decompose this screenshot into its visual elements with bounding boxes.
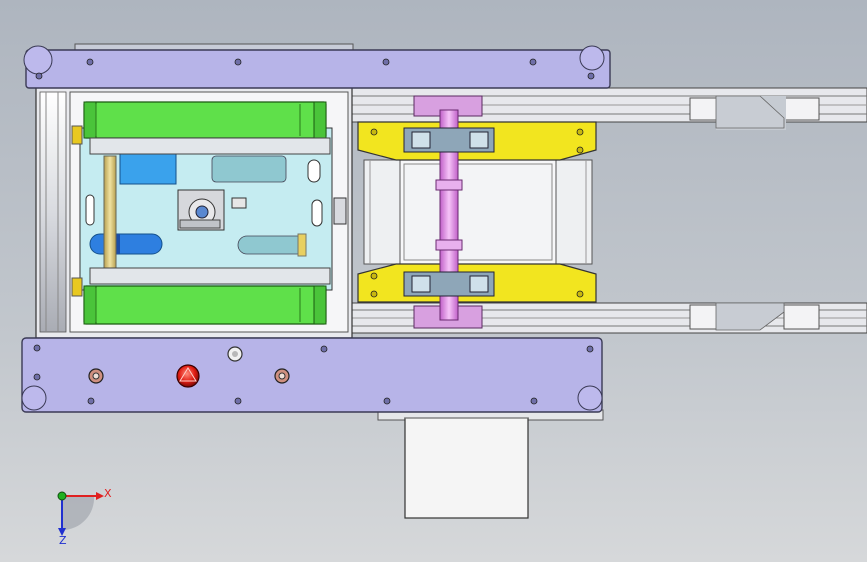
axis-triad-icon: X Z [57, 487, 112, 547]
axis-x-label: X [104, 487, 112, 500]
side-latch[interactable] [333, 197, 347, 225]
axis-z-label: Z [59, 534, 67, 547]
center-gearbox[interactable] [177, 189, 225, 231]
lower-green-track[interactable] [71, 267, 331, 325]
gold-drive-shaft[interactable] [103, 155, 117, 277]
upper-bearing-block[interactable] [403, 127, 495, 153]
bottom-lavender-plate[interactable] [21, 337, 603, 413]
motor-housing[interactable] [377, 409, 604, 519]
lower-bearing-block[interactable] [403, 271, 495, 297]
toggle-switch-left[interactable] [88, 368, 104, 384]
pink-drive-shaft[interactable] [413, 95, 483, 329]
mounting-screws [33, 58, 595, 405]
upper-green-track[interactable] [71, 101, 331, 155]
right-frame-assembly[interactable] [363, 159, 593, 265]
toggle-switch-right[interactable] [274, 368, 290, 384]
emergency-stop-icon[interactable] [176, 364, 200, 388]
top-lavender-plate[interactable] [23, 43, 611, 89]
indicator-light[interactable] [227, 346, 243, 362]
